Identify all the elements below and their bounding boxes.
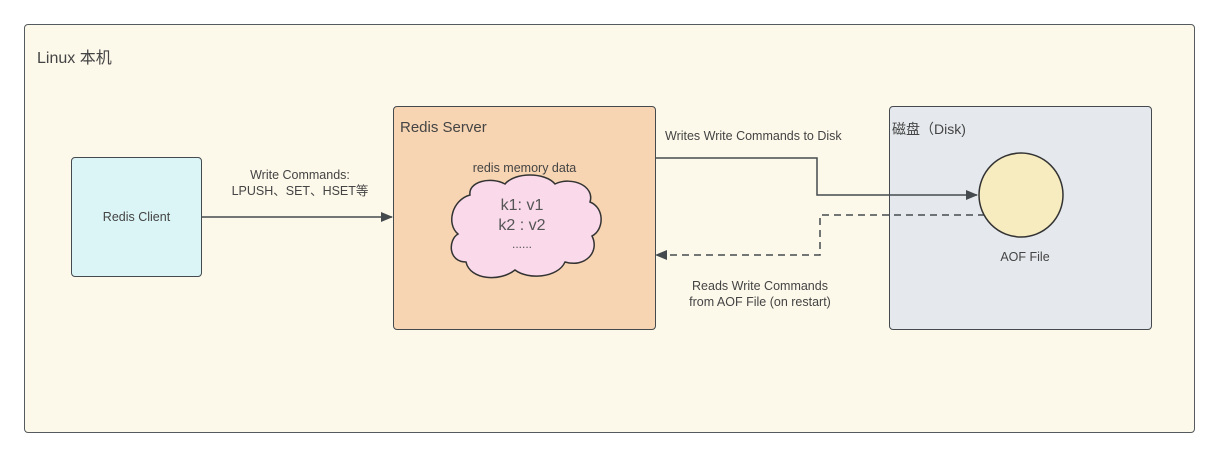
linux-host-title: Linux 本机 xyxy=(37,50,112,67)
redis-client-label: Redis Client xyxy=(102,210,171,224)
edge-aof-to-server-label-1: Reads Write Commands xyxy=(692,279,828,293)
aof-file-label: AOF File xyxy=(1000,250,1050,264)
memory-line-1: k1: v1 xyxy=(500,197,544,214)
redis-server-title: Redis Server xyxy=(400,119,487,136)
aof-file-circle[interactable] xyxy=(978,152,1064,238)
disk-title: 磁盘（Disk) xyxy=(892,121,966,137)
edge-client-to-server-label-2: LPUSH、SET、HSET等 xyxy=(231,184,369,198)
memory-line-2: k2 : v2 xyxy=(498,217,546,234)
edge-client-to-server-label-1: Write Commands: xyxy=(250,168,350,182)
edge-server-to-aof-label: Writes Write Commands to Disk xyxy=(665,129,842,143)
edge-aof-to-server-label-2: from AOF File (on restart) xyxy=(689,295,831,309)
memory-cloud-shape[interactable] xyxy=(450,174,602,279)
memory-data-title: redis memory data xyxy=(472,161,577,175)
edge-server-to-aof[interactable] xyxy=(656,157,978,200)
edge-aof-to-server[interactable] xyxy=(655,214,985,260)
memory-line-ellipsis: ...... xyxy=(511,237,532,251)
redis-client-node[interactable]: Redis Client xyxy=(71,157,202,277)
